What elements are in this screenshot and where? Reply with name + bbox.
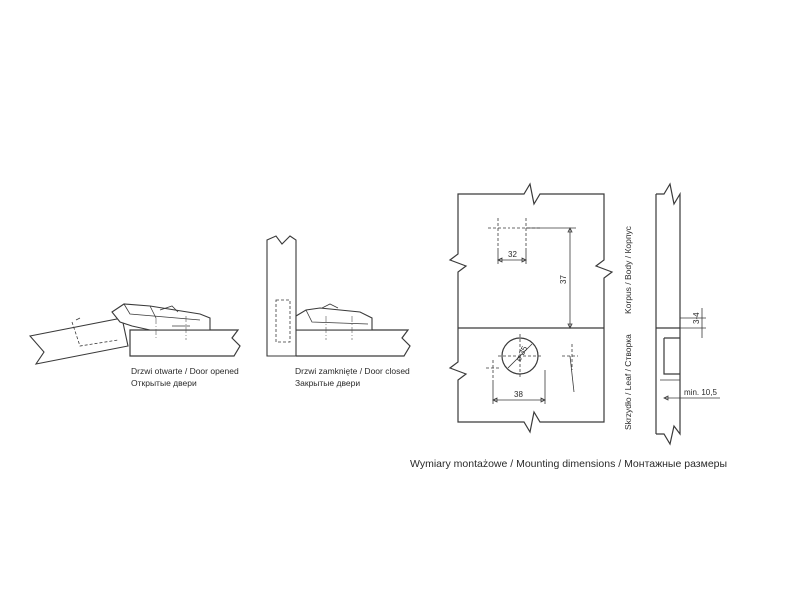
cup-recess bbox=[663, 337, 680, 375]
dim-min: min. 10,5 bbox=[684, 388, 717, 397]
door-leaf bbox=[28, 317, 129, 365]
dim-32: 32 bbox=[508, 250, 517, 259]
hinge-arm-closed bbox=[295, 307, 373, 331]
hinge-cup-outline bbox=[71, 321, 119, 347]
main-caption: Wymiary montażowe / Mounting dimensions … bbox=[410, 458, 727, 470]
fig-door-closed: Drzwi zamknięte / Door closed Закрытые д… bbox=[266, 235, 411, 388]
cabinet-panel bbox=[129, 329, 241, 357]
label-body: Korpus / Body / Корпус bbox=[623, 225, 633, 314]
fig1-caption-line1: Drzwi otwarte / Door opened bbox=[131, 366, 239, 376]
fig2-caption-line2: Закрытые двери bbox=[295, 378, 360, 388]
label-leaf: Skrzydło / Leaf / Створка bbox=[623, 334, 633, 430]
fig-door-opened: Drzwi otwarte / Door opened Открытые две… bbox=[28, 303, 241, 388]
fig1-caption-line2: Открытые двери bbox=[131, 378, 197, 388]
cabinet-panel-closed bbox=[296, 329, 411, 357]
dim-38: 38 bbox=[514, 390, 523, 399]
dim-d35: ø 35 bbox=[514, 344, 530, 363]
door-leaf-vertical bbox=[266, 235, 297, 357]
dim-37: 37 bbox=[559, 275, 568, 284]
fig-side-section: Korpus / Body / Корпус Skrzydło / Leaf /… bbox=[623, 182, 720, 446]
mounting-outline bbox=[448, 182, 614, 434]
fig2-caption-line1: Drzwi zamknięte / Door closed bbox=[295, 366, 410, 376]
dim-3-4: 3-4 bbox=[692, 312, 701, 324]
fig-mounting-dimensions: 32 37 ø 35 38 bbox=[448, 182, 614, 434]
body-strip bbox=[656, 182, 681, 328]
